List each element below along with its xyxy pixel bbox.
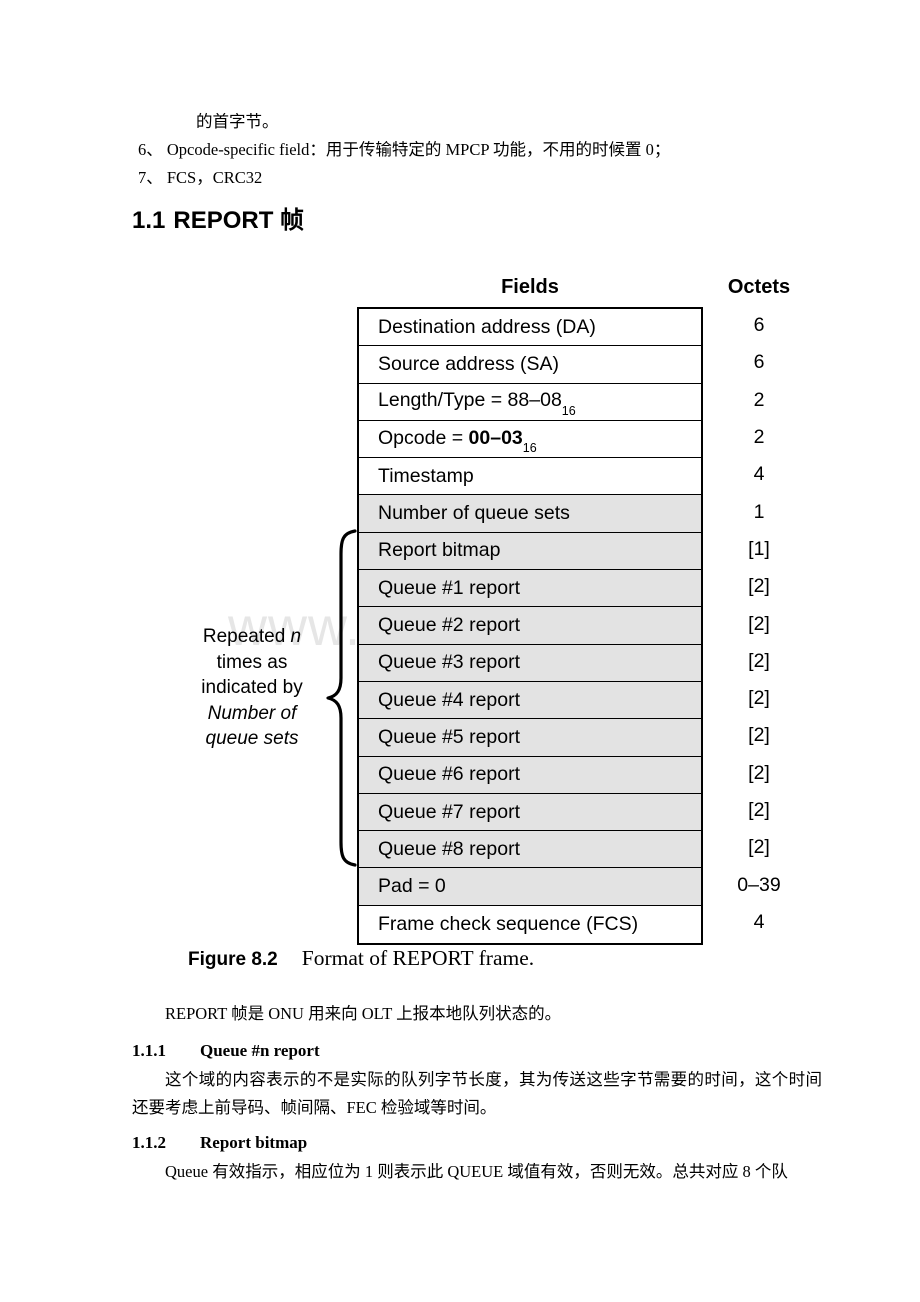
octet-value: [2] [748, 761, 770, 784]
intro-list-item-6: 6、 Opcode-specific field：用于传输特定的 MPCP 功能… [138, 140, 671, 159]
frame-row-label: Queue #1 report [378, 576, 521, 599]
frame-row-label: Length/Type = 88–0816 [378, 389, 576, 419]
figure-caption: Figure 8.2 Format of REPORT frame. [188, 946, 534, 971]
subsection-1-1-2-heading: 1.1.2 Report bitmap [132, 1128, 822, 1158]
frame-row-label: Report bitmap [378, 539, 501, 562]
repeat-annotation-line1-prefix: Repeated [202, 626, 291, 647]
frame-row: Length/Type = 88–0816 [359, 383, 701, 421]
column-header-fields: Fields [501, 276, 559, 298]
octet-value: [2] [748, 649, 770, 672]
octet-value: [2] [748, 836, 770, 859]
frame-row: Frame check sequence (FCS) [359, 905, 701, 944]
body-intro-paragraph-wrap: REPORT 帧是 ONU 用来向 OLT 上报本地队列状态的。 [132, 1000, 822, 1028]
frame-row-label: Frame check sequence (FCS) [378, 912, 639, 935]
frame-row: Timestamp [359, 458, 701, 496]
frame-row: Queue #4 report [359, 681, 701, 720]
repeat-brace-icon [325, 528, 359, 868]
repeat-annotation-line3: indicated by [201, 677, 303, 698]
octet-value: [2] [748, 687, 770, 710]
frame-row: Number of queue sets [359, 495, 701, 533]
octet-value: [2] [748, 612, 770, 635]
frame-row-label: Timestamp [378, 464, 474, 487]
figure-caption-text: Format of REPORT frame. [301, 946, 535, 970]
frame-row-label: Queue #2 report [378, 614, 521, 637]
octet-value: [2] [748, 799, 770, 821]
subsection-1-1-1-paragraph: 这个域的内容表示的不是实际的队列字节长度，其为传送这些字节需要的时间，这个时间还… [132, 1070, 822, 1117]
octet-value: 1 [753, 500, 765, 523]
octet-value: 4 [753, 463, 765, 486]
repeat-annotation-line1-italic: n [290, 626, 302, 647]
frame-row-subscript: 16 [522, 441, 537, 456]
octet-value: [2] [748, 575, 770, 598]
frame-row: Destination address (DA) [359, 309, 701, 347]
frame-row-label: Destination address (DA) [378, 315, 596, 338]
section-heading: 1.1 REPORT 帧 [132, 200, 304, 235]
column-header-octets: Octets [727, 276, 791, 298]
intro-list-item-7: 7、 FCS，CRC32 [138, 168, 263, 187]
frame-row: Opcode = 00–0316 [359, 420, 701, 459]
frame-row-label: Queue #6 report [378, 763, 521, 786]
frame-row: Queue #2 report [359, 607, 701, 645]
frame-row-label: Source address (SA) [378, 352, 559, 375]
octet-value: 2 [753, 426, 765, 449]
subsection-1-1-1-number: 1.1.1 [132, 1041, 166, 1060]
repeat-annotation: Repeated n times as indicated by Number … [178, 624, 326, 752]
figure-caption-label: Figure 8.2 [188, 949, 278, 970]
octet-value: 6 [753, 314, 765, 337]
subsection-1-1-1: 1.1.1 Queue #n report 这个域的内容表示的不是实际的队列字节长… [132, 1036, 822, 1122]
frame-row-value-bold: 00–03 [468, 426, 523, 449]
frame-row-label: Number of queue sets [378, 502, 570, 525]
section-heading-title: REPORT 帧 [173, 207, 305, 234]
intro-continued-line: 的首字节。 [196, 112, 279, 131]
subsection-1-1-1-title: Queue #n report [200, 1041, 320, 1060]
body-intro-paragraph: REPORT 帧是 ONU 用来向 OLT 上报本地队列状态的。 [165, 1004, 562, 1023]
frame-row: Queue #5 report [359, 719, 701, 757]
repeat-annotation-line5: queue sets [205, 728, 299, 749]
subsection-1-1-1-heading: 1.1.1 Queue #n report [132, 1036, 822, 1066]
intro-list: 的首字节。 6、 Opcode-specific field：用于传输特定的 M… [0, 108, 920, 192]
frame-row-label: Pad = 0 [378, 875, 446, 898]
subsection-1-1-2-number: 1.1.2 [132, 1133, 166, 1152]
section-heading-number: 1.1 [132, 207, 166, 234]
frame-row: Queue #7 report [359, 793, 701, 832]
octets-column: 6 6 2 2 4 1 [1] [2] [2] [2] [2] [2] [2] [2] [2] 0–39 4 [703, 307, 815, 941]
subsection-1-1-2-paragraph: Queue 有效指示，相应位为 1 则表示此 QUEUE 域值有效，否则无效。总… [165, 1162, 788, 1181]
octet-value: 2 [753, 388, 765, 411]
octet-value: 4 [753, 910, 765, 933]
frame-format-table: Destination address (DA) Source address (… [357, 307, 703, 946]
frame-row-subscript: 16 [561, 404, 576, 419]
frame-row: Queue #6 report [359, 756, 701, 794]
octet-value: 0–39 [737, 873, 781, 896]
frame-row-label: Queue #5 report [378, 725, 521, 748]
frame-row: Report bitmap [359, 532, 701, 571]
octet-value: [1] [748, 537, 770, 560]
frame-row: Queue #8 report [359, 831, 701, 869]
frame-row-label: Queue #3 report [378, 651, 521, 674]
frame-row-label: Opcode = 00–0316 [378, 426, 537, 456]
octet-value: 6 [753, 351, 765, 374]
frame-row-label: Queue #7 report [378, 800, 521, 823]
subsection-1-1-2: 1.1.2 Report bitmap Queue 有效指示，相应位为 1 则表示… [132, 1128, 822, 1186]
frame-row-label: Queue #8 report [378, 837, 521, 860]
repeat-annotation-line2: times as [216, 651, 288, 673]
frame-row: Source address (SA) [359, 346, 701, 384]
frame-row: Queue #1 report [359, 570, 701, 608]
frame-row: Pad = 0 [359, 868, 701, 906]
octet-value: [2] [748, 724, 770, 747]
repeat-annotation-line4: Number of [207, 702, 297, 724]
subsection-1-1-2-title: Report bitmap [200, 1133, 308, 1152]
frame-row-label: Queue #4 report [378, 688, 521, 711]
frame-row: Queue #3 report [359, 644, 701, 682]
